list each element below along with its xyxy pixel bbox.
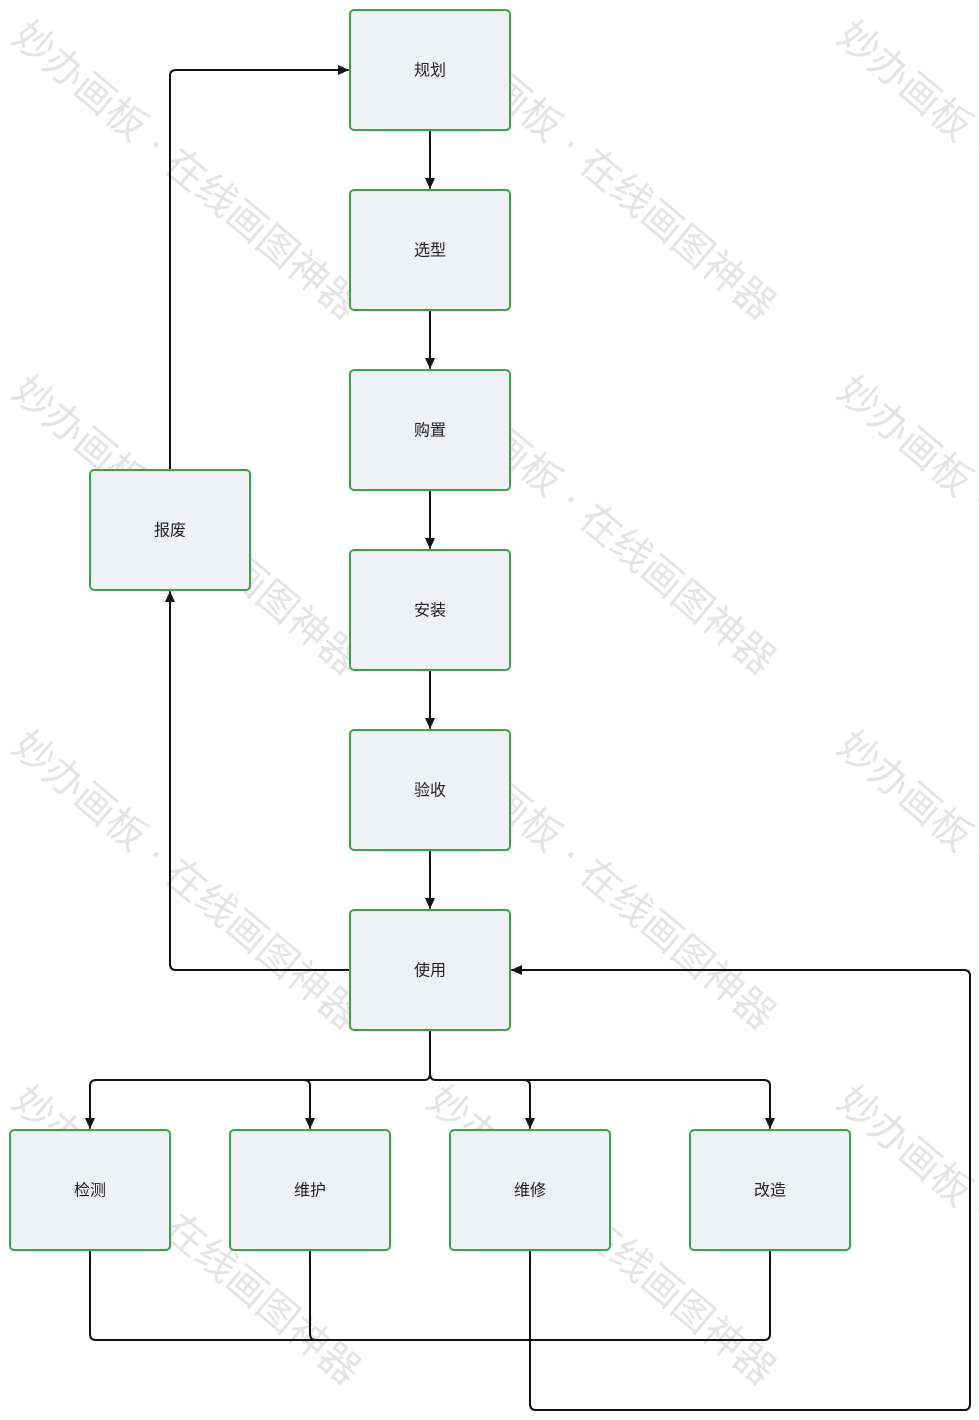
- edge-shiyong-right-trunk: [429, 1073, 771, 1087]
- node-jiance[interactable]: 检测: [9, 1129, 171, 1251]
- node-yanshou[interactable]: 验收: [349, 729, 511, 851]
- node-label: 维修: [514, 1181, 546, 1200]
- watermark-text: 妙办画板 · 在线画图神器: [4, 722, 369, 1039]
- watermark-text: 妙办画板 · 在线画图神器: [4, 12, 369, 329]
- edge-return-gaizao: [529, 1249, 771, 1341]
- edge-return-weihu: [309, 1249, 317, 1341]
- node-label: 购置: [414, 421, 446, 440]
- watermark-text: 妙办画板 · 在线画图神器: [829, 12, 979, 329]
- nodes-layer: 规划 选型 购置 安装 验收 使用 报废 检测: [9, 9, 851, 1251]
- edge-shiyong-weihu: [303, 1079, 315, 1129]
- edges-layer: [85, 65, 971, 1411]
- node-label: 改造: [754, 1181, 786, 1200]
- watermark-text: 妙办画板 · 在线画图神器: [829, 1077, 979, 1394]
- node-label: 报废: [154, 521, 186, 540]
- node-xuanxing[interactable]: 选型: [349, 189, 511, 311]
- node-shiyong[interactable]: 使用: [349, 909, 511, 1031]
- watermark-text: 妙办画板 · 在线画图神器: [829, 722, 979, 1039]
- node-weixiu[interactable]: 维修: [449, 1129, 611, 1251]
- edge-shiyong-branch-trunk: [89, 1029, 431, 1087]
- node-label: 使用: [414, 961, 446, 980]
- node-label: 安装: [414, 601, 446, 620]
- node-weihu[interactable]: 维护: [229, 1129, 391, 1251]
- node-label: 检测: [74, 1181, 106, 1200]
- edge-return-jiance: [89, 1249, 531, 1341]
- edge-baofei-guihua: [169, 65, 349, 471]
- node-baofei[interactable]: 报废: [89, 469, 251, 591]
- node-label: 规划: [414, 61, 446, 80]
- node-label: 维护: [294, 1181, 326, 1200]
- node-label: 选型: [414, 241, 446, 260]
- node-anzhuang[interactable]: 安装: [349, 549, 511, 671]
- watermark-text: 妙办画板 · 在线画图神器: [829, 367, 979, 684]
- node-guihua[interactable]: 规划: [349, 9, 511, 131]
- node-gaizao[interactable]: 改造: [689, 1129, 851, 1251]
- node-gouzhi[interactable]: 购置: [349, 369, 511, 491]
- edge-shiyong-weixiu: [523, 1079, 535, 1129]
- edge-shiyong-baofei: [165, 591, 351, 971]
- edge-return-to-shiyong: [511, 965, 971, 1411]
- node-label: 验收: [414, 781, 446, 800]
